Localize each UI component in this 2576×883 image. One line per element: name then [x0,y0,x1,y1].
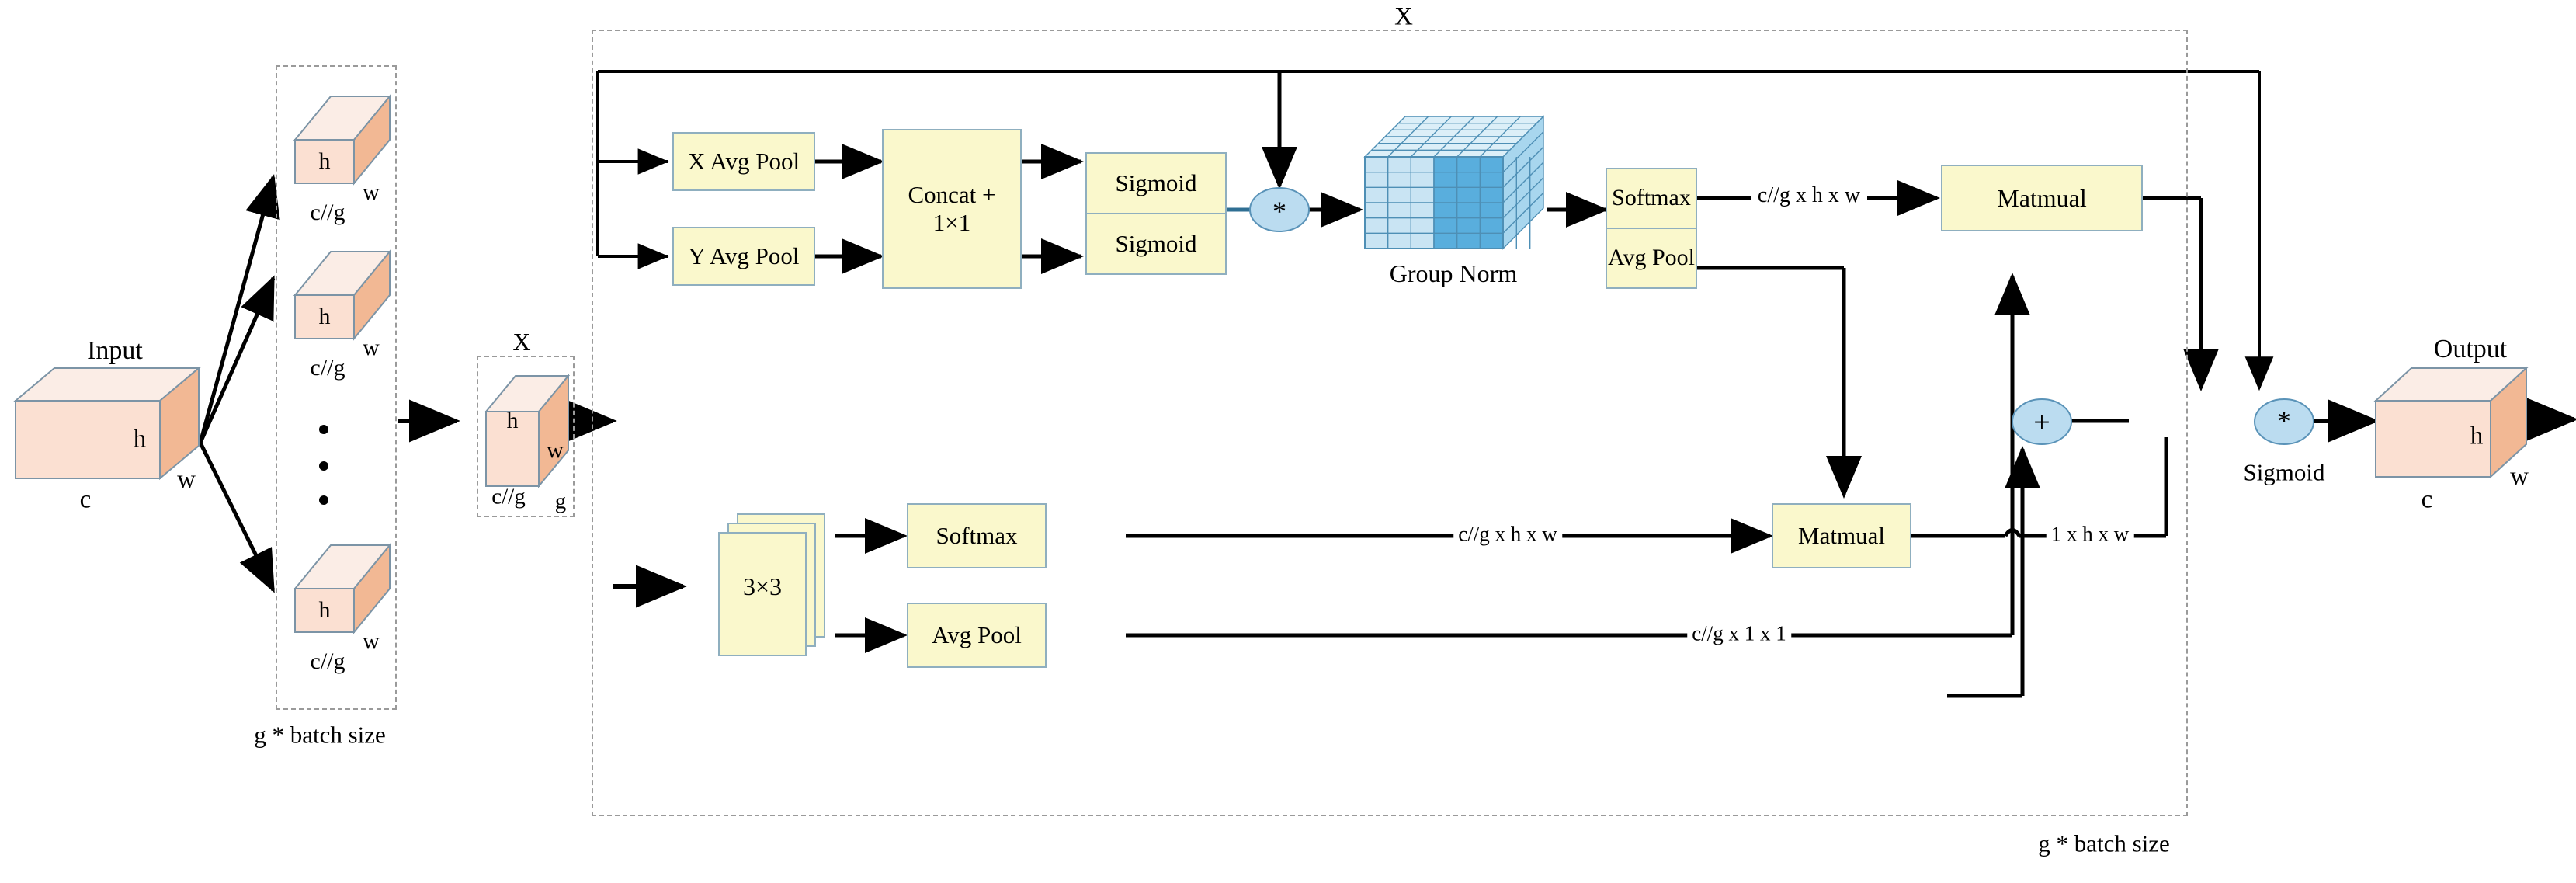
right-group-dashed-box [592,30,2188,816]
slice-bottom-h-label: h [318,597,331,623]
add-operator-glyph: + [2033,406,2050,439]
x-block-h-label: h [506,408,519,433]
left-group-dashed-box [276,65,397,710]
input-h-label: h [133,425,147,454]
x-block-cube [484,374,571,488]
slice-mid-w-label: w [363,335,380,360]
x-avg-pool-block[interactable]: X Avg Pool [672,132,815,191]
slice-top-h-label: h [318,148,331,174]
output-w-label: w [2510,462,2529,491]
slice-top-w-label: w [363,179,380,205]
slice-mid-c-label: c//g [310,355,345,381]
multiply-operator-top-glyph: * [1272,196,1286,227]
x-block-c-label: c//g [491,484,526,509]
slice-mid-h-label: h [318,304,331,329]
matmual-block-top[interactable]: Matmual [1941,165,2143,231]
slice-top-c-label: c//g [310,200,345,225]
concat-1x1-block[interactable]: Concat + 1×1 [882,129,1022,289]
input-cube [13,366,201,481]
slice-bottom-w-label: w [363,628,380,654]
concat-line2: 1×1 [932,209,971,236]
vertical-ellipsis [319,425,328,505]
output-cube [2373,366,2529,479]
group-norm-cube [1363,115,1545,250]
y-avg-pool-block[interactable]: Y Avg Pool [672,227,815,286]
right-group-caption: g * batch size [2038,829,2170,857]
x-block-w-label: w [547,437,564,463]
output-label: Output [2433,335,2508,363]
slice-cube-mid [293,249,392,341]
group-norm-label: Group Norm [1389,259,1518,287]
x-block-title: X [512,328,531,356]
slice-bottom-c-label: c//g [310,648,345,674]
output-h-label: h [2470,422,2484,450]
multiply-operator-output[interactable] [2253,396,2318,447]
slice-cube-bottom [293,543,392,634]
slice-cube-top [293,94,392,186]
edge-label-bottom-softmax: c//g x h x w [1453,522,1562,547]
add-operator[interactable] [2011,396,2076,447]
left-group-caption: g * batch size [254,721,386,749]
edge-label-top-to-matmual: c//g x h x w [1752,183,1866,208]
softmax-block-bottom[interactable]: Softmax [907,503,1047,568]
sigmoid-block-b[interactable]: Sigmoid [1085,214,1227,275]
conv-3x3-label: 3×3 [742,572,783,600]
avg-pool-block-top[interactable]: Avg Pool [1606,228,1697,289]
x-block-dashed-box [477,356,575,517]
avg-pool-block-bottom[interactable]: Avg Pool [907,603,1047,668]
multiply-operator-top[interactable] [1248,185,1314,235]
softmax-block-top[interactable]: Softmax [1606,168,1697,228]
x-block-g-label: g [554,488,567,514]
input-c-label: c [79,485,92,514]
edge-label-matmual-out: 1 x h x w [2046,522,2134,547]
edge-label-bottom-avgpool: c//g x 1 x 1 [1687,621,1791,646]
output-c-label: c [2421,485,2433,514]
sigmoid-caption: Sigmoid [2243,458,2325,486]
sigmoid-block-a[interactable]: Sigmoid [1085,152,1227,214]
concat-line1: Concat + [908,181,996,209]
conv-3x3-stack[interactable] [699,511,837,659]
input-w-label: w [177,465,196,494]
matmual-block-bottom[interactable]: Matmual [1772,503,1911,568]
right-group-title: X [1394,2,1413,31]
input-label: Input [87,336,143,365]
multiply-operator-output-glyph: * [2277,405,2291,436]
